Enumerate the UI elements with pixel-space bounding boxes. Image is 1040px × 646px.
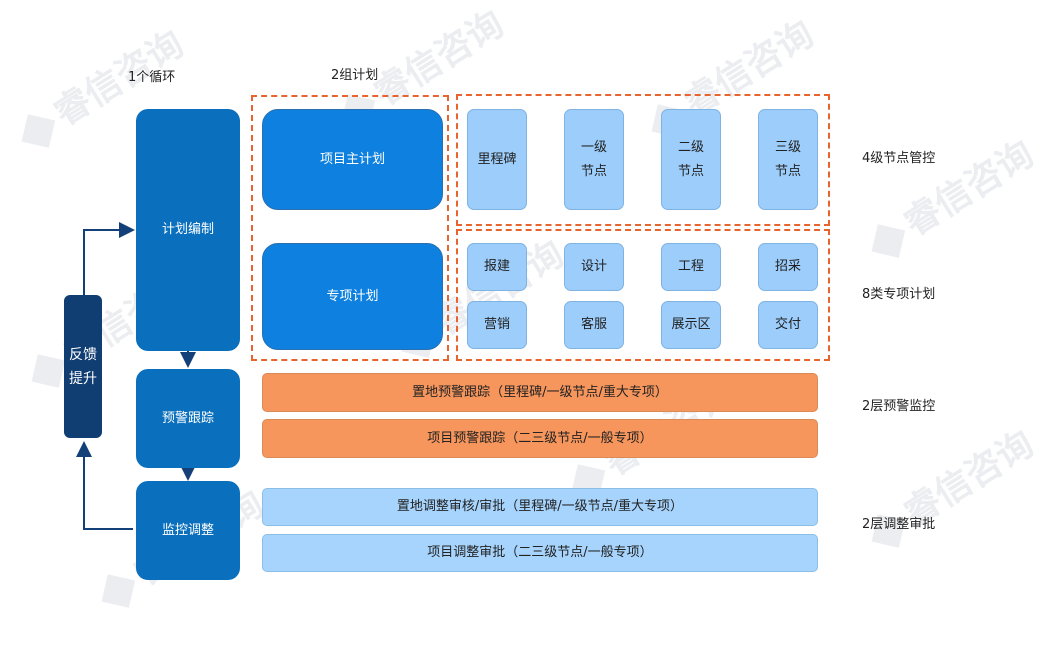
node-level-2: 二级 节点 bbox=[661, 109, 721, 210]
special-plan-item: 交付 bbox=[758, 301, 818, 349]
side-label-nodes: 4级节点管控 bbox=[862, 151, 936, 166]
adjust-row-group: 置地调整审核/审批（里程碑/一级节点/重大专项） bbox=[262, 488, 818, 526]
feedback-box: 反馈 提升 bbox=[64, 295, 102, 438]
warning-row-group: 置地预警跟踪（里程碑/一级节点/重大专项） bbox=[262, 373, 818, 412]
node-level-1: 一级 节点 bbox=[564, 109, 624, 210]
plans-header: 2组计划 bbox=[331, 68, 379, 83]
plan-special: 专项计划 bbox=[262, 243, 443, 350]
adjust-row-project: 项目调整审批（二三级节点/一般专项） bbox=[262, 534, 818, 572]
special-plan-item: 营销 bbox=[467, 301, 527, 349]
plan-master: 项目主计划 bbox=[262, 109, 443, 210]
plans-group bbox=[251, 95, 449, 361]
step-plan-compile: 计划编制 bbox=[136, 109, 240, 351]
special-plan-item: 客服 bbox=[564, 301, 624, 349]
side-label-special: 8类专项计划 bbox=[862, 287, 936, 302]
side-label-warning: 2层预警监控 bbox=[862, 399, 936, 414]
node-levels-group bbox=[456, 94, 830, 226]
node-level-3: 三级 节点 bbox=[758, 109, 818, 210]
step-monitor-adjust: 监控调整 bbox=[136, 481, 240, 580]
step-warning-tracking: 预警跟踪 bbox=[136, 369, 240, 468]
special-plans-group bbox=[456, 229, 830, 361]
special-plan-item: 设计 bbox=[564, 243, 624, 291]
special-plan-item: 报建 bbox=[467, 243, 527, 291]
warning-row-project: 项目预警跟踪（二三级节点/一般专项） bbox=[262, 419, 818, 458]
special-plan-item: 招采 bbox=[758, 243, 818, 291]
special-plan-item: 工程 bbox=[661, 243, 721, 291]
node-milestone: 里程碑 bbox=[467, 109, 527, 210]
loop-header: 1个循环 bbox=[128, 70, 176, 85]
side-label-adjust: 2层调整审批 bbox=[862, 517, 936, 532]
special-plan-item: 展示区 bbox=[661, 301, 721, 349]
